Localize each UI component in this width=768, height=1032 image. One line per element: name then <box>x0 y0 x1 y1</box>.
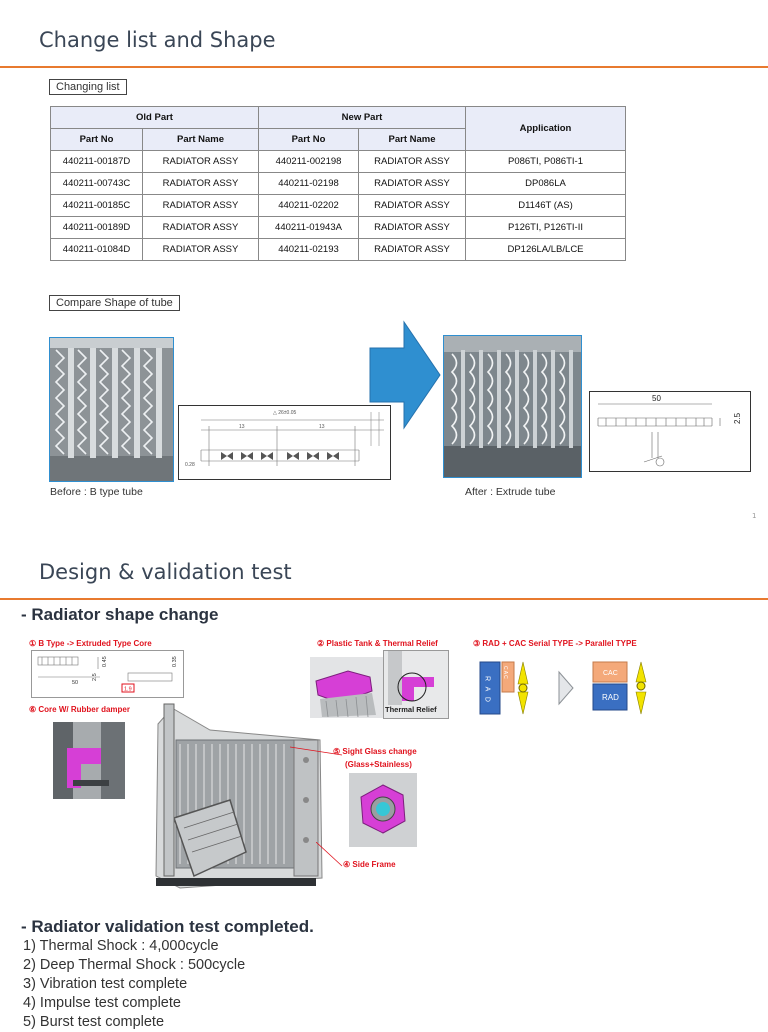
compare-shape-label: Compare Shape of tube <box>49 295 180 311</box>
old-part-name-header: Part Name <box>142 128 259 151</box>
old-part-no: 440211-00189D <box>50 216 143 239</box>
application: DP086LA <box>465 172 626 195</box>
thermal-relief-label: Thermal Relief <box>385 705 437 714</box>
list-item: 4) Impulse test complete <box>23 995 181 1011</box>
new-part-no: 440211-02198 <box>258 172 359 195</box>
core-dim-wall-a: 0.45 <box>102 656 108 667</box>
table-row: 440211-00185C RADIATOR ASSY 440211-02202… <box>50 194 626 217</box>
radiator-assembly-image <box>150 700 330 892</box>
after-caption: After : Extrude tube <box>465 486 556 498</box>
core-dim-height: 2.5 <box>92 673 98 681</box>
changing-list-label: Changing list <box>49 79 127 95</box>
slide2-title: Design & validation test <box>39 560 292 584</box>
svg-text:13: 13 <box>319 424 325 430</box>
old-part-no: 440211-00185C <box>50 194 143 217</box>
old-part-name: RADIATOR ASSY <box>142 238 259 261</box>
old-part-name: RADIATOR ASSY <box>142 194 259 217</box>
table-row: 440211-00743C RADIATOR ASSY 440211-02198… <box>50 172 626 195</box>
callout-sight-glass: ⑤ Sight Glass change <box>333 747 417 756</box>
new-part-no-header: Part No <box>258 128 359 151</box>
new-part-no: 440211-01943A <box>258 216 359 239</box>
core-drawing: 50 2.5 1.9 0.45 0.35 <box>31 650 184 698</box>
callout-side-frame: ④ Side Frame <box>343 860 396 869</box>
core-dim-pitch: 1.9 <box>124 687 132 693</box>
change-list-table: Old Part New Part Application Part No Pa… <box>50 106 626 261</box>
list-item: 2) Deep Thermal Shock : 500cycle <box>23 957 246 973</box>
before-caption: Before : B type tube <box>50 486 143 498</box>
new-part-name: RADIATOR ASSY <box>358 238 466 261</box>
list-item: 1) Thermal Shock : 4,000cycle <box>23 938 219 954</box>
new-part-no: 440211-002198 <box>258 150 359 173</box>
cac-serial-label: C A C <box>502 666 508 679</box>
validation-test-list: 1) Thermal Shock : 4,000cycle 2) Deep Th… <box>23 937 245 1032</box>
old-part-no: 440211-00187D <box>50 150 143 173</box>
new-part-header: New Part <box>258 106 466 129</box>
callout-plastic-tank: ② Plastic Tank & Thermal Relief <box>317 639 438 648</box>
application: P126TI, P126TI-II <box>465 216 626 239</box>
old-part-no: 440211-00743C <box>50 172 143 195</box>
radiator-shape-change-heading: - Radiator shape change <box>21 605 219 624</box>
new-part-no: 440211-02202 <box>258 194 359 217</box>
side-frame-leader-line <box>315 841 344 868</box>
svg-text:△ 26±0.05: △ 26±0.05 <box>273 410 296 416</box>
sight-glass-leader-line <box>289 742 350 756</box>
cac-parallel-label: CAC <box>603 670 618 677</box>
old-part-name: RADIATOR ASSY <box>142 172 259 195</box>
svg-text:13: 13 <box>239 424 245 430</box>
application: D1146T (AS) <box>465 194 626 217</box>
list-item: 3) Vibration test complete <box>23 976 188 992</box>
transition-arrow-icon <box>368 320 442 430</box>
table-row: 440211-01084D RADIATOR ASSY 440211-02193… <box>50 238 626 261</box>
after-tube-photo <box>443 335 582 478</box>
application-header: Application <box>465 106 626 151</box>
old-part-name: RADIATOR ASSY <box>142 150 259 173</box>
slide1-title: Change list and Shape <box>39 28 276 52</box>
extrude-tube-drawing: 50 2.5 <box>589 391 751 472</box>
rubber-damper-image <box>53 722 125 799</box>
validation-heading: - Radiator validation test completed. <box>21 917 314 936</box>
rad-serial-label: R A D <box>484 676 491 704</box>
slide2-title-rule <box>0 598 768 600</box>
callout-rubber-damper: ⑥ Core W/ Rubber damper <box>29 705 130 714</box>
old-part-name: RADIATOR ASSY <box>142 216 259 239</box>
old-part-header: Old Part <box>50 106 259 129</box>
new-part-name: RADIATOR ASSY <box>358 150 466 173</box>
new-part-name: RADIATOR ASSY <box>358 194 466 217</box>
callout-serial-parallel: ③ RAD + CAC Serial TYPE -> Parallel TYPE <box>473 639 637 648</box>
table-row: 440211-00189D RADIATOR ASSY 440211-01943… <box>50 216 626 239</box>
core-dim-wall-b: 0.35 <box>172 656 178 667</box>
application: P086TI, P086TI-1 <box>465 150 626 173</box>
new-part-name: RADIATOR ASSY <box>358 172 466 195</box>
table-group-header-row: Old Part New Part Application <box>50 106 626 151</box>
before-tube-photo <box>49 337 174 482</box>
application: DP126LA/LB/LCE <box>465 238 626 261</box>
b-type-tube-drawing: 13 13 △ 26±0.05 0.28 <box>178 405 391 480</box>
extrude-width-dim: 50 <box>652 394 661 403</box>
new-part-name: RADIATOR ASSY <box>358 216 466 239</box>
callout-sight-glass-material: (Glass+Stainless) <box>345 760 412 769</box>
list-item: 5) Burst test complete <box>23 1014 165 1030</box>
page-number: 1 <box>752 512 757 520</box>
table-row: 440211-00187D RADIATOR ASSY 440211-00219… <box>50 150 626 173</box>
sight-glass-image <box>349 773 417 847</box>
old-part-no: 440211-01084D <box>50 238 143 261</box>
callout-core-type: ① B Type -> Extruded Type Core <box>29 639 152 648</box>
rad-parallel-label: RAD <box>602 693 619 702</box>
core-dim-width: 50 <box>72 680 78 686</box>
slide1-title-rule <box>0 66 768 68</box>
old-part-no-header: Part No <box>50 128 143 151</box>
serial-parallel-diagram: R A D C A C CAC RAD <box>477 658 653 718</box>
new-part-name-header: Part Name <box>358 128 466 151</box>
thermal-relief-image: Thermal Relief <box>383 650 449 719</box>
new-part-no: 440211-02193 <box>258 238 359 261</box>
plastic-tank-image <box>310 657 383 718</box>
extrude-height-dim: 2.5 <box>733 412 742 424</box>
svg-text:0.28: 0.28 <box>185 462 195 468</box>
